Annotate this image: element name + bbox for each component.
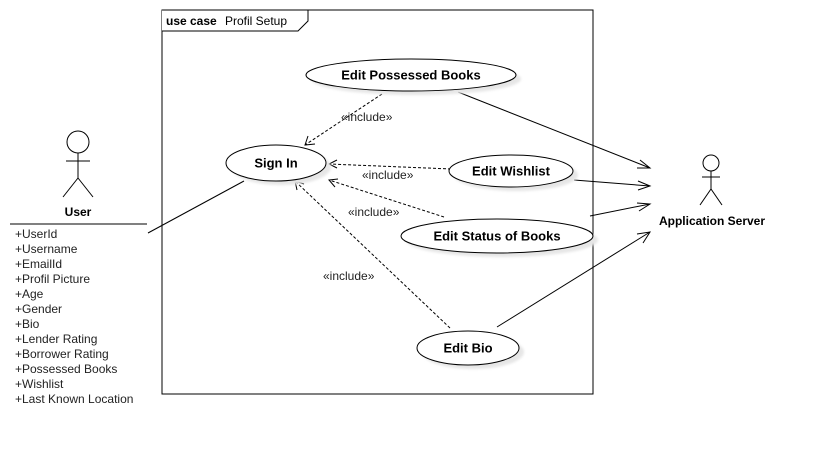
include-label-wishlist: «include» — [362, 168, 414, 182]
use-case-oval — [400, 218, 594, 254]
include-arrow-possessed — [304, 135, 316, 146]
arrowhead-bio-server — [636, 231, 652, 244]
actor-leg-right — [710, 188, 723, 206]
actor-leg-left — [62, 177, 79, 198]
actor-attribute: +Profil Picture — [15, 272, 90, 286]
use-case-label: Edit Bio — [443, 341, 492, 356]
arrowhead-status-server — [636, 202, 652, 212]
associations — [147, 91, 652, 328]
actor-attribute: +Username — [15, 242, 78, 256]
include-label-status: «include» — [348, 205, 400, 219]
include-label-possessed: «include» — [341, 110, 393, 124]
use-case-label: Edit Wishlist — [472, 164, 551, 179]
use-case-label: Sign In — [254, 156, 297, 171]
use-case-edit-status-of-books[interactable]: Edit Status of Books — [400, 218, 598, 257]
actor-server-name: Application Server — [659, 214, 765, 228]
use-case-label: Edit Possessed Books — [341, 68, 480, 83]
actor-attribute: +Gender — [15, 302, 62, 316]
assoc-status-server — [589, 203, 651, 217]
actor-user[interactable]: User +UserId +Username +EmailId +Profil … — [10, 130, 147, 406]
include-line-bio — [294, 180, 451, 329]
actor-attribute: +Borrower Rating — [15, 347, 109, 361]
use-case-oval — [225, 144, 327, 182]
use-case-edit-wishlist[interactable]: Edit Wishlist — [448, 154, 578, 191]
actor-head — [66, 130, 90, 154]
frame-title: Profil Setup — [225, 14, 287, 28]
actor-attribute: +Possessed Books — [15, 362, 117, 376]
use-case-edit-possessed-books[interactable]: Edit Possessed Books — [305, 58, 521, 95]
actor-attribute: +UserId — [15, 227, 57, 241]
frame-tab — [162, 9, 309, 32]
actor-attribute: +Age — [15, 287, 44, 301]
actor-leg-left — [699, 188, 712, 206]
use-case-edit-bio[interactable]: Edit Bio — [416, 330, 524, 369]
assoc-possessed-server — [457, 91, 651, 169]
include-line-possessed — [304, 93, 383, 146]
assoc-bio-server — [496, 231, 651, 328]
frame-keyword: use case — [166, 14, 217, 28]
arrowhead-possessed-server — [637, 159, 652, 169]
arrowhead-wishlist-server — [637, 180, 652, 191]
use-case-sign-in[interactable]: Sign In — [225, 144, 331, 185]
actor-attribute: +Wishlist — [15, 377, 64, 391]
include-relations: «include» «include» «include» «include» — [294, 93, 452, 329]
include-line-wishlist — [328, 163, 452, 170]
actor-leg-right — [77, 177, 94, 198]
actor-user-name: User — [65, 205, 92, 219]
actor-attribute: +Bio — [15, 317, 40, 331]
assoc-wishlist-server — [573, 179, 651, 187]
actor-head — [702, 154, 720, 172]
include-label-bio: «include» — [323, 269, 375, 283]
actor-attribute: +Lender Rating — [15, 332, 97, 346]
include-line-status — [328, 179, 445, 218]
use-case-oval — [448, 154, 574, 188]
use-case-oval — [416, 330, 520, 366]
use-case-oval — [305, 58, 517, 92]
use-case-label: Edit Status of Books — [433, 229, 560, 244]
actor-attribute-list: +UserId +Username +EmailId +Profil Pictu… — [15, 225, 133, 406]
actor-attribute: +EmailId — [15, 257, 62, 271]
actor-attribute: +Last Known Location — [15, 392, 133, 406]
assoc-user-signin — [147, 180, 245, 234]
actor-application-server[interactable]: Application Server — [659, 154, 765, 228]
include-arrow-status — [328, 178, 339, 188]
